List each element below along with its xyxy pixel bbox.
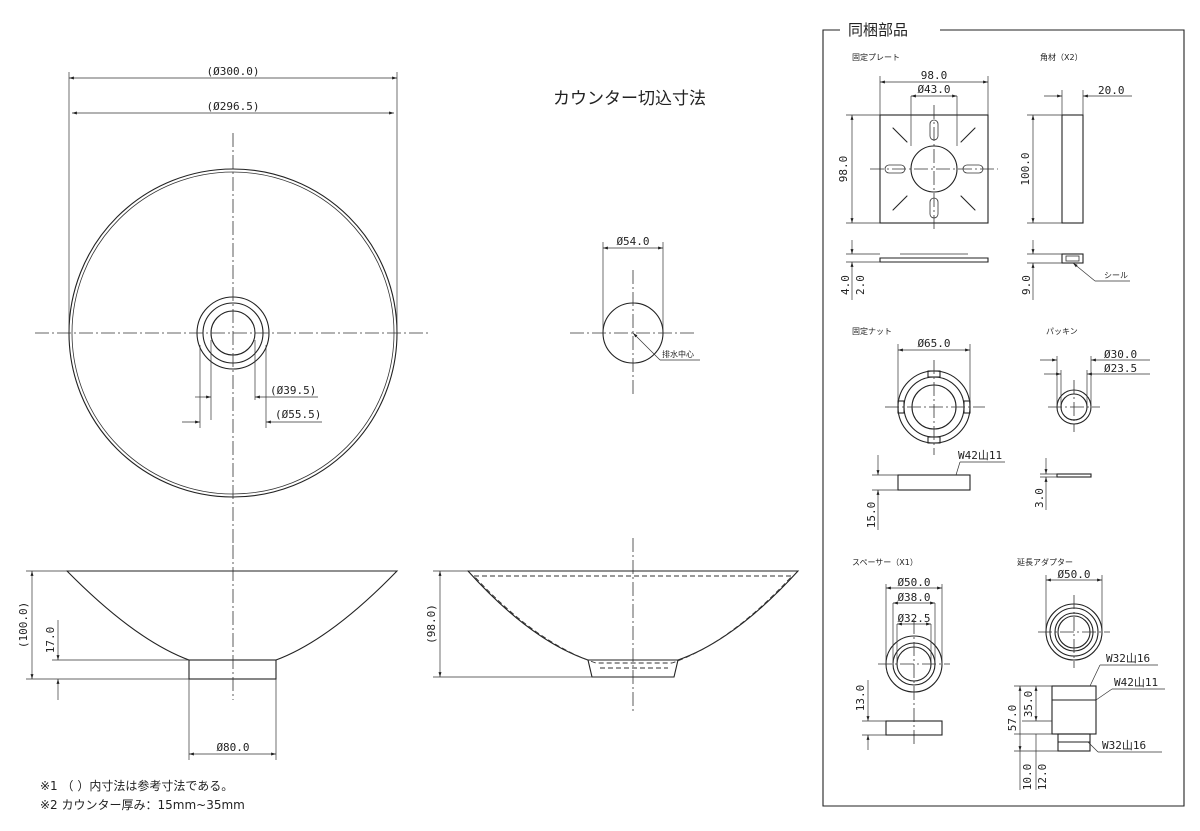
dim-foot-height: 17.0 <box>44 627 57 654</box>
dim-block-width: 20.0 <box>1098 84 1125 97</box>
dim-block-height: 100.0 <box>1019 152 1032 185</box>
adapter-thread-mid: W42山11 <box>1114 676 1158 689</box>
packing-side <box>1056 473 1092 478</box>
note-2: ※2 カウンター厚み：15mm~35mm <box>40 798 245 812</box>
included-parts-box: 同梱部品 固定プレート 98.0 Ø43.0 98.0 4.0 2.0 <box>822 21 1185 807</box>
dim-inner-diameter: (Ø296.5) <box>207 100 260 113</box>
dim-drain-outer: (Ø55.5) <box>275 408 321 421</box>
dim-adapter-h2: 57.0 <box>1006 705 1019 732</box>
note-1: ※1 （ ）内寸法は参考寸法である。 <box>40 778 233 793</box>
dim-spacer-d3: Ø32.5 <box>897 612 930 625</box>
dim-adapter-diameter: Ø50.0 <box>1057 568 1090 581</box>
dim-cutout-diameter: Ø54.0 <box>616 235 649 248</box>
dim-spacer-d2: Ø38.0 <box>897 591 930 604</box>
adapter-thread-bot: W32山16 <box>1102 739 1146 752</box>
dim-block-depth: 9.0 <box>1020 275 1033 295</box>
nut-side <box>897 474 971 491</box>
dim-nut-height: 15.0 <box>865 502 878 529</box>
dim-drain-inner: (Ø39.5) <box>270 384 316 397</box>
dim-nut-diameter: Ø65.0 <box>917 337 950 350</box>
cutout-view: Ø54.0 排水中心 <box>570 235 700 395</box>
packing-label: パッキン <box>1046 327 1078 336</box>
dim-packing-outer: Ø30.0 <box>1104 348 1137 361</box>
block-label: 角材（X2） <box>1040 52 1083 62</box>
dim-spacer-d1: Ø50.0 <box>897 576 930 589</box>
dim-section-height: (98.0) <box>425 604 438 644</box>
section-view: (98.0) <box>425 538 800 712</box>
seal-label: シール <box>1104 271 1128 280</box>
drain-center-label: 排水中心 <box>662 349 694 359</box>
block-end <box>1061 253 1084 264</box>
dim-adapter-h4: 12.0 <box>1036 764 1049 791</box>
dim-plate-height: 98.0 <box>837 156 850 183</box>
dim-base-diameter: Ø80.0 <box>216 741 249 754</box>
adapter-side-top <box>1051 685 1097 735</box>
dim-adapter-h3: 10.0 <box>1021 764 1034 791</box>
dim-plate-width: 98.0 <box>921 69 948 82</box>
spacer-side <box>885 720 943 736</box>
bowl-base <box>188 659 277 680</box>
adapter-label: 延長アダプター <box>1017 557 1073 567</box>
dim-spacer-height: 13.0 <box>854 685 867 712</box>
fixing-plate-label: 固定プレート <box>852 52 900 62</box>
fixing-plate-side <box>879 257 989 263</box>
bowl-front-profile <box>65 570 399 661</box>
dim-packing-inner: Ø23.5 <box>1104 362 1137 375</box>
dim-plate-t2: 2.0 <box>854 275 867 295</box>
top-view: (Ø300.0) (Ø296.5) (Ø39.5) (Ø55.5) <box>35 65 430 545</box>
parts-heading: 同梱部品 <box>848 21 908 39</box>
dim-outer-diameter: (Ø300.0) <box>207 65 260 78</box>
block <box>1061 114 1084 224</box>
dim-plate-t1: 4.0 <box>839 275 852 295</box>
adapter-thread-top: W32山16 <box>1106 652 1150 665</box>
dim-packing-thickness: 3.0 <box>1033 488 1046 508</box>
drawing-title: カウンター切込寸法 <box>553 89 706 109</box>
spacer-label: スペーサー（X1） <box>852 558 918 567</box>
dim-adapter-h1: 35.0 <box>1022 691 1035 718</box>
dim-front-height: (100.0) <box>17 602 30 648</box>
parts-box-frame <box>822 29 1185 807</box>
dim-plate-hole: Ø43.0 <box>917 83 950 96</box>
nut-label: 固定ナット <box>852 326 892 336</box>
nut-thread: W42山11 <box>958 449 1002 462</box>
front-view: (100.0) 17.0 Ø80.0 <box>17 545 399 760</box>
